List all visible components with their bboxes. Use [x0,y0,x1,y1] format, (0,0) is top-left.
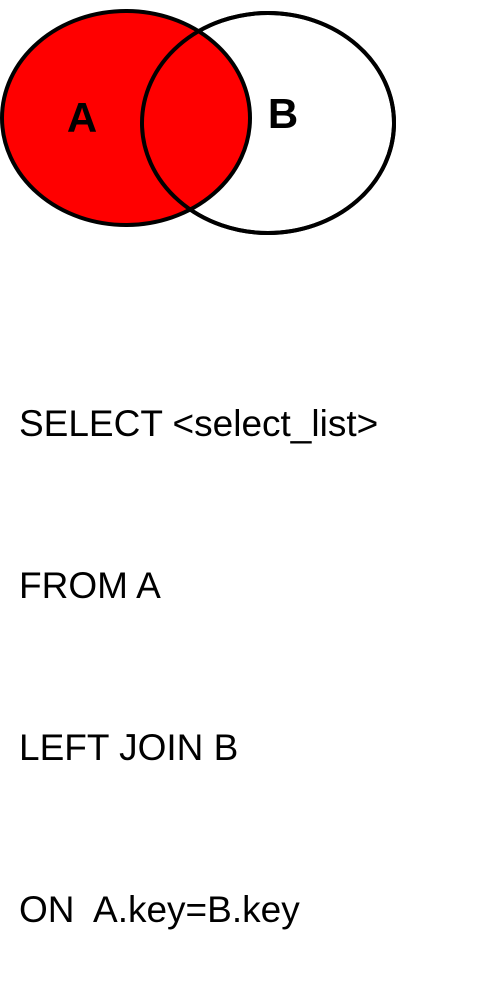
sql-line-select: SELECT <select_list> [19,403,379,444]
sql-line-from: FROM A [19,565,161,606]
sql-line-join: LEFT JOIN B [19,727,239,768]
set-a-label: A [67,94,97,141]
sql-query-block: SELECT <select_list> FROM A LEFT JOIN B … [19,289,378,991]
sql-line-on: ON A.key=B.key [19,889,300,930]
venn-diagram: A B [0,9,396,235]
set-b-outline [140,11,396,235]
set-a-circle [0,9,252,227]
set-b-label: B [268,90,298,137]
